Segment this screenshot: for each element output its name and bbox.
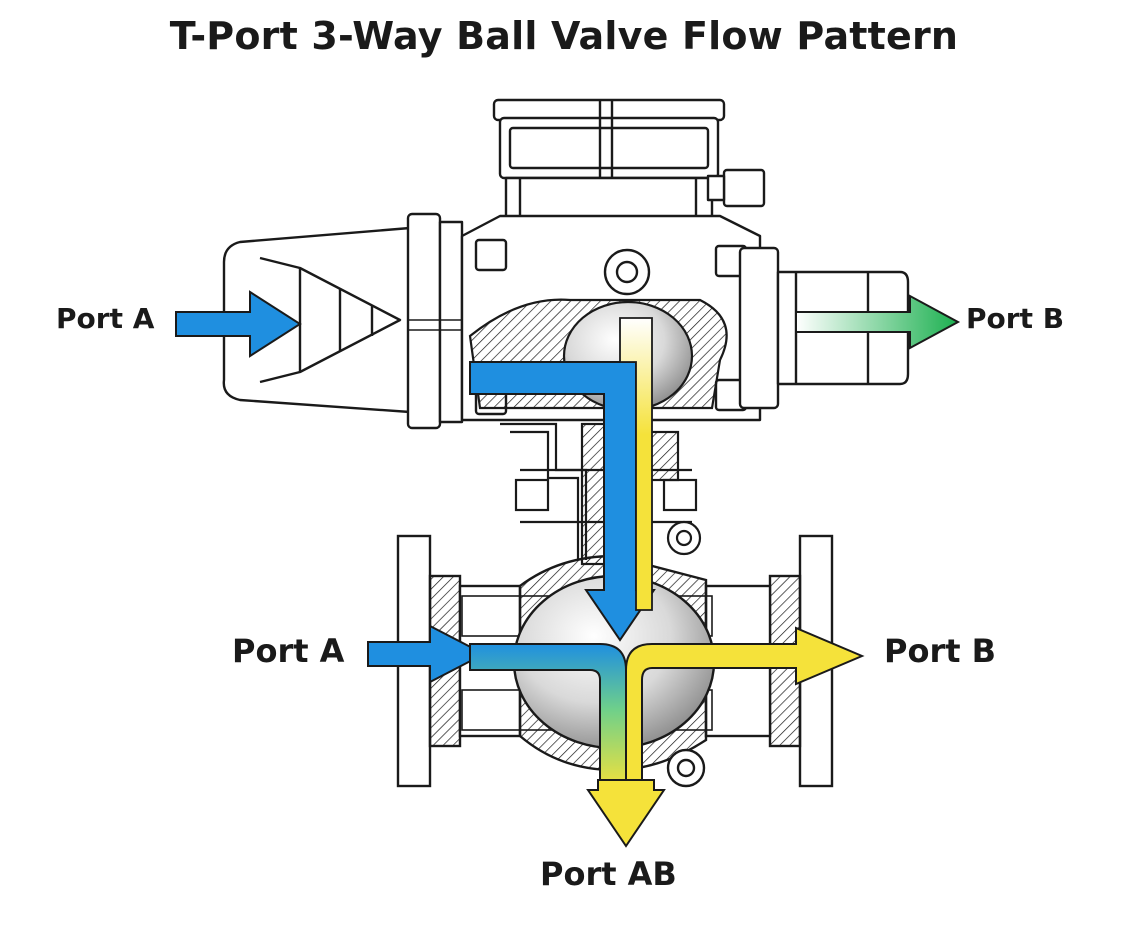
- flow-path-upper-yellow: [619, 317, 653, 611]
- flow-path-lower-b-to-ab: [625, 626, 865, 791]
- flow-arrow-bottom-port-a: [367, 624, 487, 684]
- page-title: T-Port 3-Way Ball Valve Flow Pattern: [169, 14, 959, 58]
- label-port-ab: Port AB: [540, 855, 677, 893]
- flow-arrow-top-port-a: [175, 290, 302, 358]
- label-bottom-port-a: Port A: [232, 632, 345, 670]
- flow-arrow-port-ab: [586, 779, 666, 848]
- label-top-port-b: Port B: [966, 302, 1065, 335]
- label-top-port-a: Port A: [56, 302, 155, 335]
- flow-arrow-top-port-b: [795, 294, 961, 350]
- label-bottom-port-b: Port B: [884, 632, 997, 670]
- stem-bonnet: [500, 422, 702, 566]
